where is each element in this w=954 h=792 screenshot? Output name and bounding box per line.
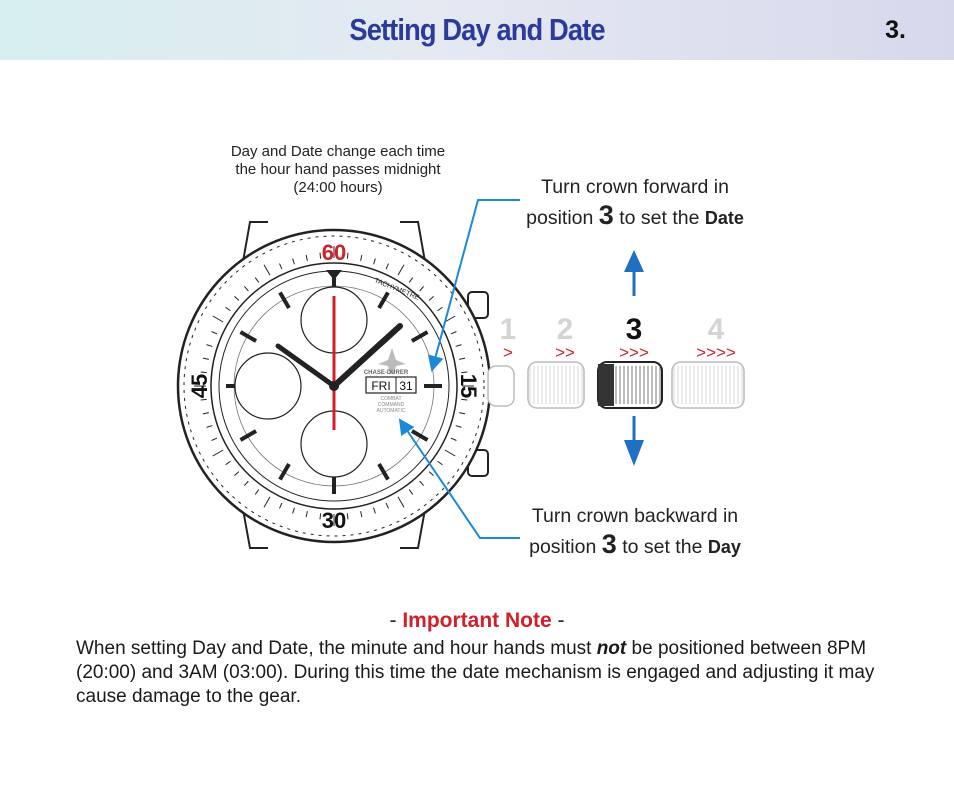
backward-callout: Turn crown backward in position 3 to set… bbox=[529, 505, 741, 559]
bezel-15-label: 15 bbox=[456, 374, 481, 398]
bezel-45-label: 45 bbox=[187, 374, 212, 398]
crown-position-4 bbox=[671, 361, 745, 409]
hour-hand bbox=[331, 323, 403, 389]
page-number: 3. bbox=[885, 16, 906, 44]
minute-hand bbox=[275, 343, 337, 389]
forward-callout: Turn crown forward in position 3 to set … bbox=[526, 176, 744, 230]
crown-position-2 bbox=[527, 361, 585, 409]
bezel-30-label: 30 bbox=[322, 508, 346, 533]
watch-dial: TACHYMETRE CHASE-DURER COMBAT COMMAND AU… bbox=[218, 270, 450, 502]
important-note-text: When setting Day and Date, the minute an… bbox=[76, 638, 875, 707]
svg-text:COMBAT: COMBAT bbox=[380, 396, 401, 402]
crown-position-1 bbox=[487, 365, 515, 407]
position-3-arrows: >>> bbox=[619, 343, 649, 362]
position-1-number: 1 bbox=[500, 313, 517, 346]
day-date-window bbox=[365, 376, 417, 394]
position-3-number: 3 bbox=[626, 313, 643, 346]
turn-direction-arrows bbox=[624, 250, 644, 466]
callout-pointers bbox=[398, 199, 520, 539]
svg-text:AUTOMATIC: AUTOMATIC bbox=[377, 408, 406, 414]
position-1-arrows: > bbox=[503, 343, 513, 362]
position-2-arrows: >> bbox=[555, 343, 575, 362]
date-window-text: 31 bbox=[399, 379, 413, 393]
midnight-callout: Day and Date change each time the hour h… bbox=[230, 143, 446, 196]
position-2-number: 2 bbox=[557, 313, 574, 346]
subdial-left bbox=[234, 352, 302, 420]
day-window-text: FRI bbox=[371, 379, 390, 393]
page-title: Setting Day and Date bbox=[349, 12, 605, 47]
page-header: Setting Day and Date 3. bbox=[0, 0, 954, 60]
bezel-60-label: 60 bbox=[322, 240, 346, 265]
crown-positions: 1 2 3 4 > >> >>> >>>> bbox=[500, 313, 736, 362]
plane-logo-icon bbox=[378, 348, 406, 374]
brand-name: CHASE-DURER bbox=[364, 370, 409, 376]
crowns bbox=[487, 361, 745, 409]
svg-text:COMMAND: COMMAND bbox=[378, 402, 405, 408]
important-note-heading: - Important Note - bbox=[389, 609, 565, 632]
position-4-arrows: >>>> bbox=[696, 343, 736, 362]
position-4-number: 4 bbox=[708, 313, 725, 346]
